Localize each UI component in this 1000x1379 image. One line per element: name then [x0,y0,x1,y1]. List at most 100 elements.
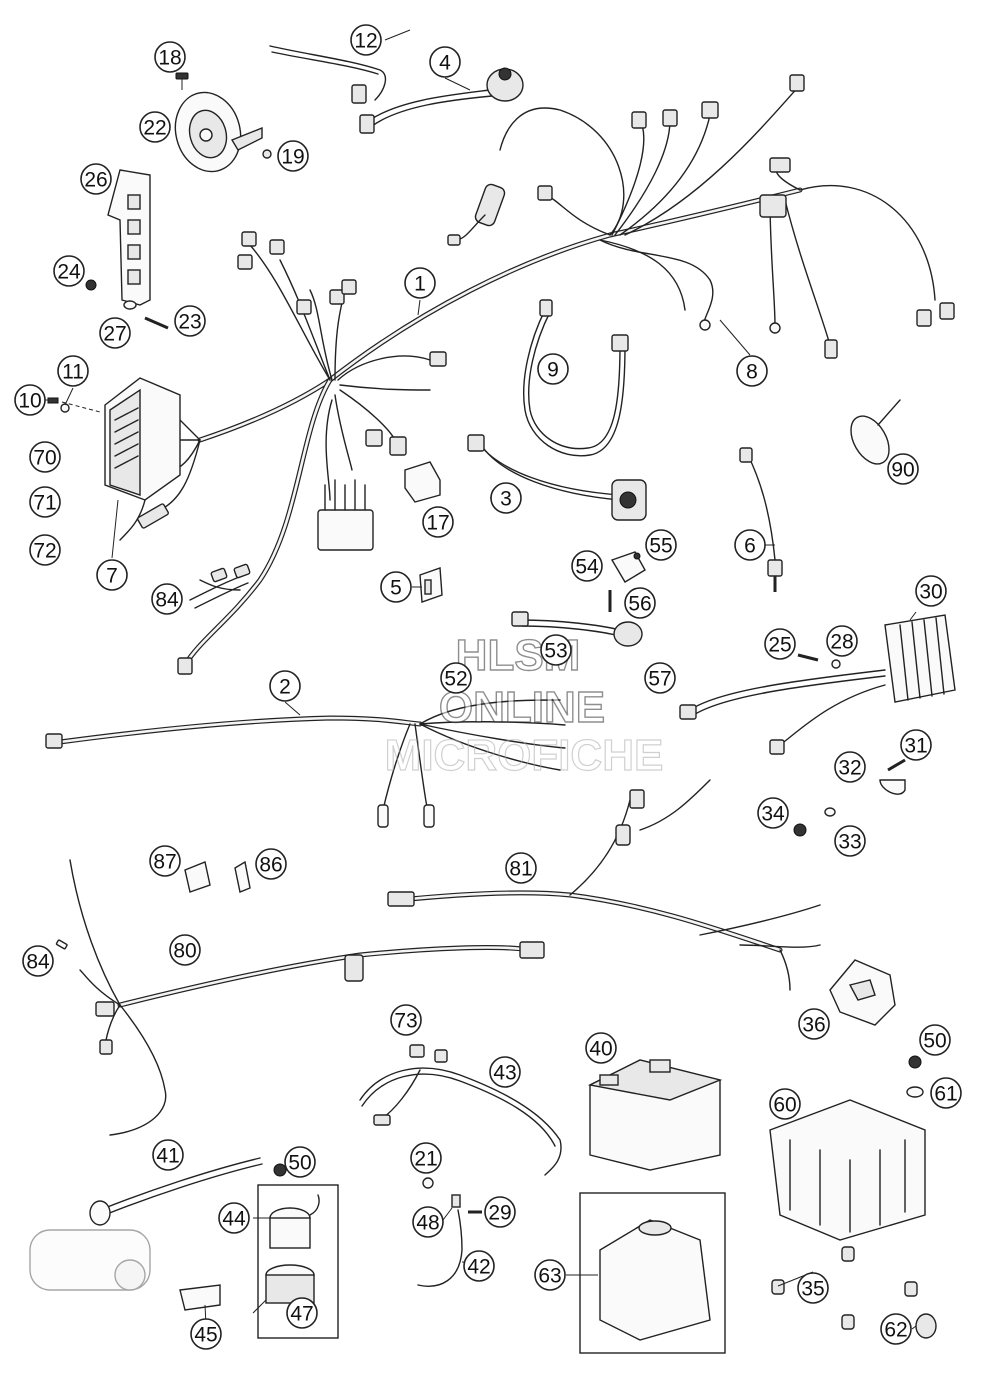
callout-1: 1 [404,267,436,299]
callout-number: 26 [84,169,107,192]
clamp-32[interactable] [879,779,906,795]
callout-70: 70 [29,441,61,473]
cover-54[interactable] [610,551,646,583]
watermark-line3: MICROFICHE [385,731,664,780]
callout-number: 90 [891,459,914,482]
callout-17: 17 [422,506,454,538]
callout-circle [571,550,603,582]
nut-21 [422,1177,434,1189]
callout-21: 21 [410,1142,442,1174]
callout-circle [534,1259,566,1291]
callout-number: 34 [761,803,785,826]
callout-number: 11 [62,361,84,384]
callout-circle [22,945,54,977]
callout-number: 6 [744,535,756,558]
callout-number: 4 [439,52,451,75]
callout-number: 63 [538,1265,561,1288]
battery-holder-60[interactable] [769,1099,926,1241]
harness-81[interactable] [387,779,821,991]
horn-22[interactable] [167,85,263,179]
callout-number: 50 [288,1152,311,1175]
bracket-36[interactable] [829,959,896,1026]
callout-87: 87 [149,845,181,877]
callout-number: 62 [884,1319,907,1342]
callout-53: 53 [540,634,572,666]
relay-44[interactable] [269,1194,320,1249]
leader-lines [45,29,917,1330]
callout-circle [915,575,947,607]
callout-34: 34 [757,797,789,829]
callout-circle [798,1008,830,1040]
nut-24 [85,279,97,291]
switch-4[interactable] [359,67,524,134]
screw-18 [175,72,189,90]
callout-number: 23 [178,311,201,334]
callout-circle [645,529,677,561]
callout-circle [429,46,461,78]
harness-43[interactable] [359,1044,562,1176]
callout-circle [380,571,412,603]
callout-circle [489,1056,521,1088]
callout-number: 24 [57,261,81,284]
callout-number: 8 [746,361,758,384]
sensor-57[interactable] [511,611,643,647]
callout-18: 18 [154,41,186,73]
relay-87[interactable] [184,861,211,893]
callout-number: 43 [493,1062,516,1085]
callout-number: 9 [547,359,559,382]
watermark-line2: ONLINE [439,683,605,732]
callout-circle [350,24,382,56]
callout-circle [99,317,131,349]
cable-42[interactable] [417,1209,463,1287]
nut-19 [262,149,272,159]
washer-27 [123,300,137,310]
bracket-86[interactable] [234,860,251,893]
relay-17[interactable] [404,461,441,503]
callout-26: 26 [80,163,112,195]
callout-number: 60 [773,1094,796,1117]
sensor-3[interactable] [467,434,647,521]
callout-6: 6 [734,529,766,561]
callout-number: 42 [467,1256,490,1279]
cable-tie-90[interactable] [843,399,901,471]
holder-47[interactable] [265,1264,315,1304]
callout-19: 19 [277,140,309,172]
callout-circle [80,163,112,195]
callout-4: 4 [429,46,461,78]
starter-motor [29,1229,151,1291]
bracket-45[interactable] [179,1284,221,1311]
callout-number: 5 [390,577,402,600]
callout-24: 24 [53,255,85,287]
harness-80[interactable] [69,859,545,1136]
relay-5[interactable] [419,567,443,603]
wire-12[interactable] [269,45,387,104]
bracket-26[interactable] [107,169,151,306]
cable-41[interactable] [89,1157,263,1226]
battery-40[interactable] [587,1059,723,1171]
fuse-box-7[interactable] [104,377,181,541]
cable-9[interactable] [523,299,629,457]
wire-84-upper[interactable] [189,563,251,609]
callout-29: 29 [484,1196,516,1228]
callout-84b: 84 [22,945,54,977]
regulator-30[interactable] [679,614,956,755]
callout-circle [757,797,789,829]
callout-labels: 1234567891011121718192122232425262728293… [14,24,962,1350]
harness-2[interactable] [45,699,566,828]
callout-circle [537,353,569,385]
callout-circle [540,634,572,666]
callout-50a: 50 [284,1146,316,1178]
callout-number: 12 [354,30,377,53]
callout-10: 10 [14,384,46,416]
callout-circle [139,111,171,143]
nut-50-right [908,1055,922,1069]
callout-42: 42 [463,1250,495,1282]
callout-number: 31 [904,735,927,758]
callout-22: 22 [139,111,171,143]
sensor-6[interactable] [739,447,783,592]
callout-circle [29,486,61,518]
callout-circle [152,1139,184,1171]
box-63[interactable] [579,1192,726,1354]
terminal-84-lower [55,939,68,950]
callout-circle [826,625,858,657]
